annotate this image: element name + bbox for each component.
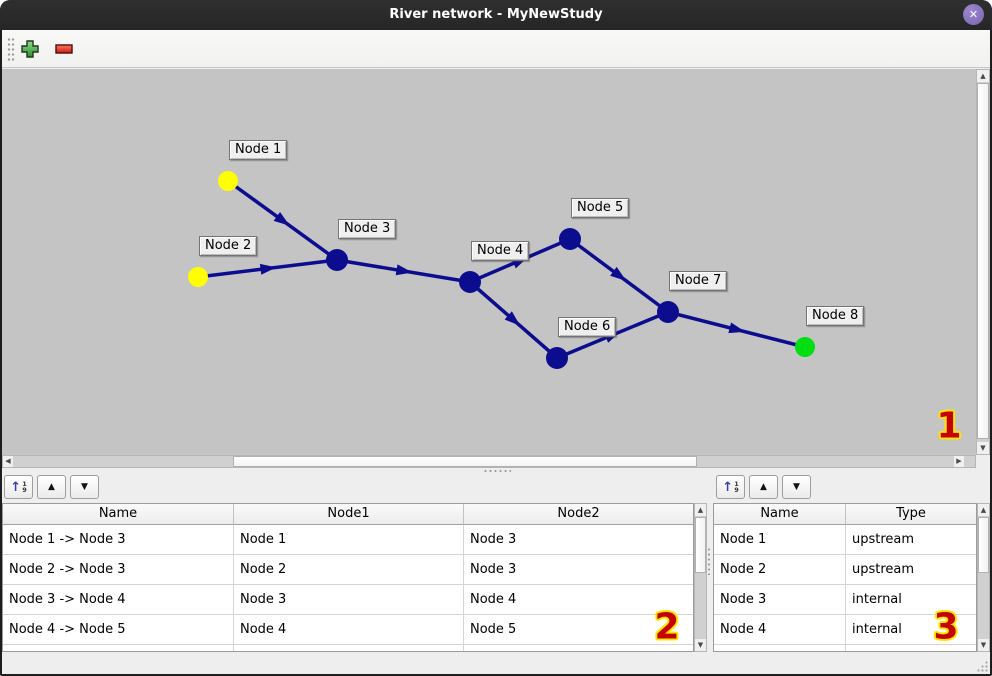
flow-direction-arrow	[610, 266, 627, 281]
scroll-down-arrow[interactable]: ▼	[977, 442, 989, 454]
edges-move-up-button[interactable]: ▲	[37, 475, 66, 499]
scroll-up-arrow[interactable]: ▲	[978, 504, 989, 516]
network-node[interactable]	[188, 267, 208, 287]
close-icon: ✕	[968, 8, 979, 21]
nodes-table-scroll-thumb[interactable]	[978, 517, 989, 573]
table-cell[interactable]: upstream	[846, 525, 976, 555]
flow-direction-arrow	[395, 264, 413, 276]
nodes-move-down-button[interactable]: ▼	[782, 475, 811, 499]
table-cell[interactable]: Node 3	[714, 585, 846, 615]
sort-icon: ↑	[722, 479, 734, 495]
network-node[interactable]	[657, 301, 679, 323]
table-cell-empty[interactable]	[234, 645, 464, 651]
node-label: Node 5	[571, 198, 630, 218]
table-cell[interactable]: internal	[846, 615, 976, 645]
scroll-up-arrow[interactable]: ▲	[977, 70, 989, 82]
canvas-vscroll-thumb[interactable]	[977, 83, 989, 439]
nodes-table-vscrollbar[interactable]: ▲ ▼	[977, 503, 990, 652]
canvas-hscrollbar[interactable]: ◀ ▶	[2, 455, 976, 468]
scroll-down-arrow[interactable]: ▼	[695, 639, 706, 651]
node-label: Node 1	[229, 140, 288, 160]
table-cell[interactable]: Node 3 -> Node 4	[3, 585, 234, 615]
close-button[interactable]: ✕	[963, 4, 984, 25]
table-cell[interactable]: Node 1 -> Node 3	[3, 525, 234, 555]
window-title: River network - MyNewStudy	[389, 7, 603, 22]
network-node[interactable]	[326, 249, 348, 271]
flow-direction-arrow	[504, 311, 521, 326]
table-cell[interactable]: Node 4	[234, 615, 464, 645]
vertical-splitter[interactable]	[707, 547, 711, 575]
table-cell-empty[interactable]	[3, 645, 234, 651]
table-cell[interactable]: Node 5	[464, 615, 693, 645]
scroll-down-arrow[interactable]: ▼	[978, 639, 989, 651]
canvas-hscroll-thumb[interactable]	[233, 456, 697, 467]
column-header: Node1	[234, 504, 464, 525]
node-label: Node 7	[669, 271, 728, 291]
down-arrow-icon: ▼	[793, 482, 800, 492]
table-cell[interactable]: Node 2 -> Node 3	[3, 555, 234, 585]
horizontal-splitter[interactable]	[483, 469, 511, 473]
column-header: Name	[3, 504, 234, 525]
table-cell[interactable]: Node 1	[234, 525, 464, 555]
table-cell-empty[interactable]	[464, 645, 693, 651]
table-cell[interactable]: Node 4 -> Node 5	[3, 615, 234, 645]
add-node-button[interactable]	[19, 38, 41, 60]
table-cell[interactable]: Node 3	[464, 525, 693, 555]
flow-direction-arrow	[259, 263, 277, 275]
main-toolbar	[2, 30, 990, 68]
table-cell[interactable]: upstream	[846, 555, 976, 585]
column-header: Node2	[464, 504, 693, 525]
network-graph	[188, 171, 815, 369]
table-cell[interactable]: Node 3	[234, 585, 464, 615]
node-label: Node 4	[471, 241, 530, 261]
edges-table-scroll-thumb[interactable]	[695, 517, 706, 573]
node-label: Node 8	[806, 306, 865, 326]
remove-icon	[55, 44, 73, 54]
column-header: Name	[714, 504, 846, 525]
network-node[interactable]	[459, 271, 481, 293]
table-cell[interactable]: Node 4	[464, 585, 693, 615]
toolbar-grip[interactable]	[7, 37, 15, 61]
table-cell[interactable]: internal	[846, 585, 976, 615]
table-cell[interactable]: Node 2	[234, 555, 464, 585]
scroll-left-arrow[interactable]: ◀	[3, 456, 13, 467]
node-label: Node 2	[199, 236, 258, 256]
network-node[interactable]	[218, 171, 238, 191]
up-arrow-icon: ▲	[48, 482, 55, 492]
column-header: Type	[846, 504, 976, 525]
nodes-move-up-button[interactable]: ▲	[749, 475, 778, 499]
table-cell[interactable]: Node 4	[714, 615, 846, 645]
river-network-canvas[interactable]: Node 1 Node 2 Node 3 Node 4 Node 5 Node 6 Node…	[2, 69, 976, 455]
up-arrow-icon: ▲	[760, 482, 767, 492]
flow-direction-arrow	[273, 211, 290, 226]
resize-grip[interactable]	[976, 660, 989, 673]
node-label: Node 3	[338, 219, 397, 239]
table-cell-empty[interactable]	[846, 645, 976, 651]
table-cell-empty[interactable]	[714, 645, 846, 651]
table-cell[interactable]: Node 2	[714, 555, 846, 585]
down-arrow-icon: ▼	[81, 482, 88, 492]
edges-move-down-button[interactable]: ▼	[70, 475, 99, 499]
scroll-right-arrow[interactable]: ▶	[954, 456, 964, 467]
table-cell[interactable]: Node 1	[714, 525, 846, 555]
network-node[interactable]	[546, 347, 568, 369]
flow-direction-arrow	[728, 322, 746, 334]
network-node[interactable]	[795, 337, 815, 357]
canvas-vscrollbar[interactable]: ▲ ▼	[976, 69, 990, 455]
node-label: Node 6	[558, 317, 617, 337]
scroll-up-arrow[interactable]: ▲	[695, 504, 706, 516]
edges-table-vscrollbar[interactable]: ▲ ▼	[694, 503, 707, 652]
remove-node-button[interactable]	[53, 38, 75, 60]
network-node[interactable]	[559, 228, 581, 250]
table-cell[interactable]: Node 3	[464, 555, 693, 585]
add-icon	[21, 40, 39, 58]
title-bar[interactable]: River network - MyNewStudy ✕	[0, 0, 992, 30]
sort-icon: ↑	[10, 479, 22, 495]
